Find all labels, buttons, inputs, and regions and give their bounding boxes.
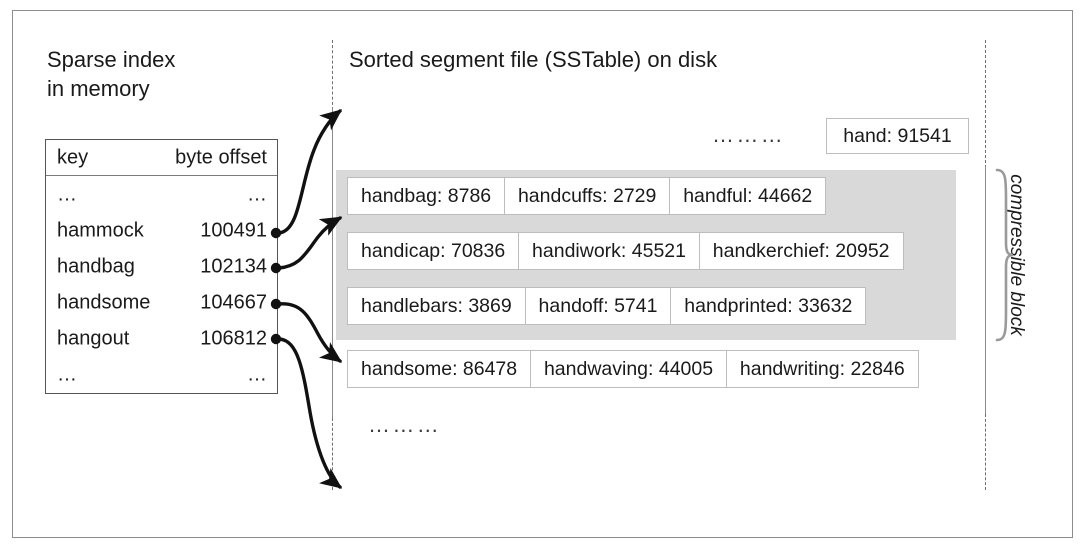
entry-box: handwaving: 44005: [529, 350, 728, 388]
entry-box: handwriting: 22846: [725, 350, 919, 388]
entry-box: handprinted: 33632: [670, 287, 867, 325]
column-header-key: key: [57, 146, 89, 168]
table-header-row: key byte offset: [46, 140, 277, 176]
row-key: …: [57, 183, 77, 205]
segment-row: handbag: 8786 handcuffs: 2729 handful: 4…: [347, 177, 827, 215]
sparse-index-title: Sparse index in memory: [47, 47, 176, 101]
entry-box: handful: 44662: [669, 177, 827, 215]
entry-box: handkerchief: 20952: [698, 232, 904, 270]
table-row: … …: [46, 176, 277, 213]
row-key: handsome: [57, 291, 151, 314]
row-offset: 100491: [200, 219, 267, 242]
sstable-title: Sorted segment file (SSTable) on disk: [349, 47, 718, 72]
segment-right-boundary-dashed-top: [985, 40, 986, 168]
row-key: hammock: [57, 219, 144, 242]
ellipsis-top: ………: [712, 122, 786, 147]
row-offset: 102134: [200, 255, 267, 278]
row-key: …: [57, 363, 77, 386]
sparse-index-table: key byte offset … … hammock 100491 handb…: [45, 139, 278, 394]
entry-box: handsome: 86478: [347, 350, 532, 388]
segment-row: handicap: 70836 handiwork: 45521 handker…: [347, 232, 904, 270]
table-row: hammock 100491: [46, 213, 277, 249]
entry-box: handlebars: 3869: [347, 287, 526, 325]
table-row: hangout 106812: [46, 321, 277, 357]
table-row: … …: [46, 357, 277, 393]
row-offset: 104667: [200, 291, 267, 314]
compressible-block-label: compressible block: [1006, 174, 1027, 336]
table-row: handsome 104667: [46, 285, 277, 321]
entry-box: handbag: 8786: [347, 177, 506, 215]
row-key: handbag: [57, 255, 135, 278]
entry-box: hand: 91541: [826, 118, 969, 154]
table-row: handbag 102134: [46, 249, 277, 285]
entry-box: handcuffs: 2729: [503, 177, 671, 215]
entry-box: handoff: 5741: [524, 287, 672, 325]
ellipsis-bottom: ………: [368, 412, 442, 437]
row-offset: 106812: [200, 327, 267, 350]
row-offset: …: [247, 363, 267, 386]
column-header-byte-offset: byte offset: [175, 146, 267, 168]
row-key: hangout: [57, 327, 130, 350]
entry-box: handiwork: 45521: [518, 232, 700, 270]
segment-right-boundary-dashed-bottom: [985, 414, 986, 490]
segment-left-boundary: [332, 108, 333, 420]
segment-row: handsome: 86478 handwaving: 44005 handwr…: [347, 350, 919, 388]
segment-right-boundary: [985, 166, 986, 416]
entry-box: handicap: 70836: [347, 232, 520, 270]
segment-left-boundary-dashed-top: [332, 40, 333, 110]
segment-left-boundary-dashed-bottom: [332, 418, 333, 490]
row-offset: …: [247, 183, 267, 205]
segment-row: handlebars: 3869 handoff: 5741 handprint…: [347, 287, 867, 325]
